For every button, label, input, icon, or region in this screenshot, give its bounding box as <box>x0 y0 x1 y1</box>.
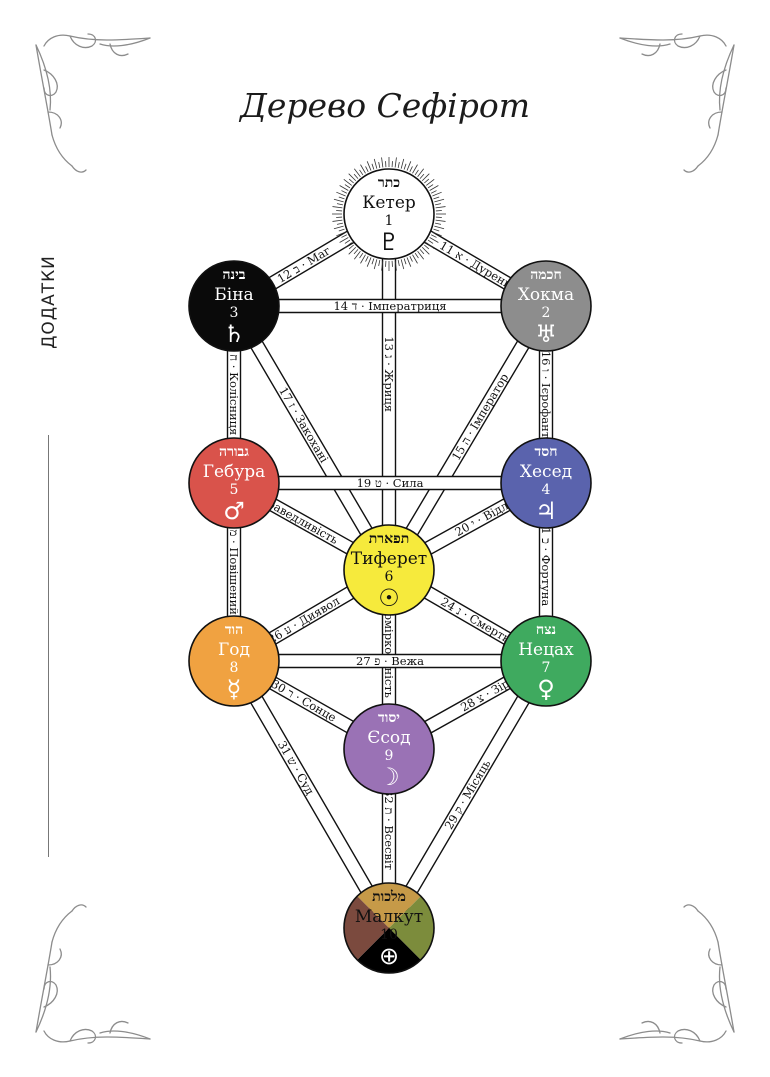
earth-icon: ⊕ <box>379 942 399 970</box>
sephira-6-hebrew: תפארת <box>369 531 410 547</box>
sephira-10-outline <box>343 882 435 974</box>
path-15-label: 15 ה · Імператор <box>449 371 511 463</box>
mars-icon: ♂ <box>223 497 245 525</box>
sephira-5-number: 5 <box>230 482 239 498</box>
sephira-5-disc <box>188 437 280 529</box>
path-14-label: 14 ד · Імператриця <box>333 299 446 313</box>
path-19: 19 ט · Сила <box>233 475 547 491</box>
corner-ornament-top-right <box>619 33 735 173</box>
sephira-3-number: 3 <box>230 305 239 321</box>
sephira-1-name: Кетер <box>362 193 416 213</box>
sephira-10-hebrew: מלכות <box>372 889 406 905</box>
path-27-label: 27 פ · Вежа <box>356 654 424 668</box>
sephira-4-disc <box>500 437 592 529</box>
sephira-7-name: Нецах <box>518 640 574 660</box>
sephira-7-disc <box>500 615 592 707</box>
kether-halo-rays <box>332 157 446 271</box>
path-18-label: 18 ח · Колісниця <box>227 336 241 435</box>
uranus-icon: ♅ <box>535 320 557 348</box>
sephira-6-disc <box>343 524 435 616</box>
sephira-8-name: Год <box>218 640 250 660</box>
path-32-label: 32 ת · Всесвіт <box>382 789 396 870</box>
sephira-7-hebrew: נצח <box>536 622 556 638</box>
sephira-8-hebrew: הוד <box>225 622 243 638</box>
sephira-1-number: 1 <box>385 213 394 229</box>
sephira-2-number: 2 <box>542 305 551 321</box>
sephira-2-hebrew: חכמה <box>530 267 561 283</box>
path-21-label: 21 כ · Фортуна <box>539 520 553 607</box>
sephira-10-quarter-left <box>343 896 389 960</box>
corner-ornament-bottom-left <box>35 904 151 1044</box>
sephira-5-hebrew: גבורה <box>219 444 249 460</box>
path-23-label: 23 מ · Повішений <box>227 511 241 615</box>
sephira-5-name: Гебура <box>203 462 266 482</box>
sephira-3-hebrew: בינה <box>222 267 245 283</box>
sephira-9-name: Єсод <box>367 728 410 748</box>
sephira-6-name: Тиферет <box>351 549 427 569</box>
sephira-10-quarter-top <box>357 883 421 928</box>
path-16-label: 16 ו · Ієрофант <box>539 351 553 438</box>
path-19-label: 19 ט · Сила <box>357 476 424 490</box>
sephira-2-disc <box>500 260 592 352</box>
sephira-4-name: Хесед <box>520 462 572 482</box>
sephira-10-quarter-right <box>389 896 434 960</box>
sephira-10-name: Малкут <box>355 907 423 927</box>
path-26-label: 26 ע · Диявол <box>265 594 342 647</box>
moon-icon: ☽ <box>378 763 400 791</box>
mercury-icon: ☿ <box>227 675 242 703</box>
sephira-10-number: 10 <box>380 927 398 943</box>
path-24-label: 24 נ · Смерть <box>438 595 512 646</box>
sephira-7-number: 7 <box>542 660 551 676</box>
path-11-label: 11 א · Дурень <box>437 238 513 291</box>
sephira-1-disc <box>343 168 435 260</box>
path-30-label: 30 ר · Сонце <box>269 677 339 725</box>
jupiter-icon: ♃ <box>535 497 557 525</box>
sephira-6-number: 6 <box>385 569 394 585</box>
path-14: 14 ד · Імператриця <box>233 298 547 314</box>
corner-ornament-bottom-right <box>619 904 735 1044</box>
sephira-10-quarter-bottom <box>357 928 421 973</box>
side-divider-line <box>48 435 49 857</box>
venus-icon: ♀ <box>537 675 555 703</box>
path-29-label: 29 ק · Місяць <box>442 757 494 832</box>
corner-ornament-top-left <box>35 33 151 173</box>
sephira-9-number: 9 <box>385 748 394 764</box>
path-31-label: 31 ש · Суд <box>275 738 317 797</box>
sephira-4-number: 4 <box>542 482 551 498</box>
sephira-8-number: 8 <box>230 660 239 676</box>
sephira-3-name: Біна <box>214 285 253 305</box>
sephira-4-hebrew: חסד <box>535 444 558 460</box>
sephira-3-disc <box>188 260 280 352</box>
sephira-9-hebrew: יסוד <box>378 710 400 726</box>
path-12-label: 12 ב · Маг <box>275 243 333 285</box>
sephira-2-name: Хокма <box>518 285 574 305</box>
sephira-1-hebrew: כתר <box>378 175 400 191</box>
path-17-label: 17 ז · Закохані <box>276 384 331 465</box>
sun-icon: ☉ <box>378 584 400 612</box>
path-27: 27 פ · Вежа <box>233 653 547 669</box>
sephira-9-disc <box>343 703 435 795</box>
sephira-8-disc <box>188 615 280 707</box>
path-13-label: 13 ג · Жриця <box>382 336 396 412</box>
page-title: Дерево Сефірот <box>239 86 531 125</box>
saturn-icon: ♄ <box>223 320 245 348</box>
pluto-icon: ♇ <box>378 228 400 256</box>
